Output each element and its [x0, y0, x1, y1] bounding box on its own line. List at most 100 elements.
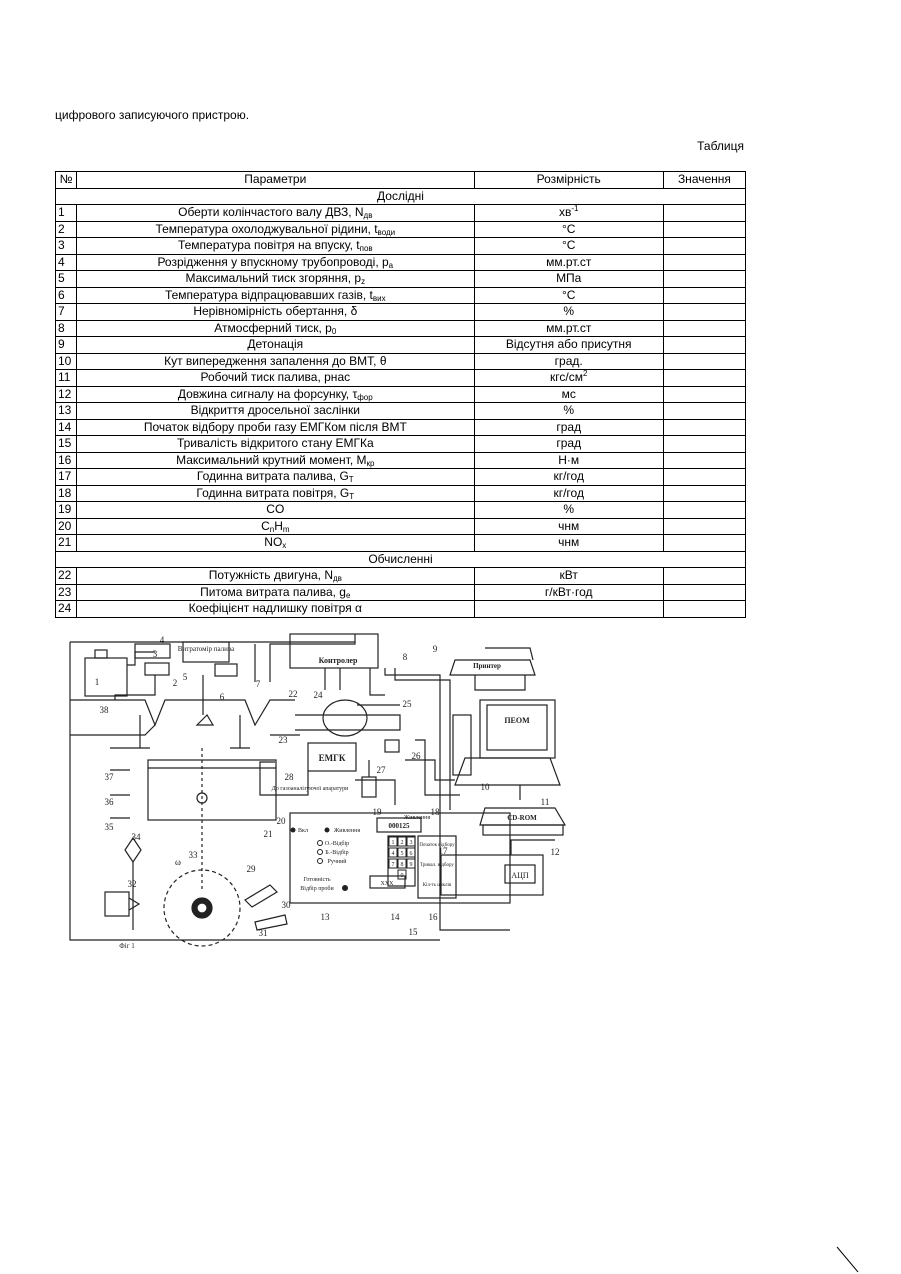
- parameter-subscript: фор: [357, 393, 372, 402]
- table-row: 23Питома витрата палива, gег/кВт·год: [56, 584, 746, 601]
- callout-number: 27: [377, 765, 387, 775]
- mode-o-label: О.-Відбір: [325, 840, 349, 847]
- row-number: 24: [56, 601, 77, 618]
- table-row: 19CO%: [56, 502, 746, 519]
- corner-mark: [836, 1246, 860, 1274]
- parameter-name: Коефіцієнт надлишку повітря α: [189, 601, 362, 615]
- row-value: [663, 568, 745, 585]
- row-number: 21: [56, 535, 77, 552]
- pc-label: ПЕОМ: [504, 716, 530, 725]
- callout-number: 6: [220, 692, 225, 702]
- row-number: 3: [56, 238, 77, 255]
- cdrom-label: CD-ROM: [507, 814, 537, 822]
- row-parameter: Годинна витрата повітря, GТ: [77, 485, 475, 502]
- parameter-subscript: z: [361, 277, 365, 286]
- keypad-key-label: 4: [392, 851, 395, 857]
- row-number: 4: [56, 254, 77, 271]
- row-value: [663, 403, 745, 420]
- row-dimension: кг/год: [474, 485, 663, 502]
- callout-number: 24: [314, 690, 324, 700]
- table-row: 17Годинна витрата палива, GТкг/год: [56, 469, 746, 486]
- ready-label: Готовність: [303, 877, 330, 883]
- row-number: 10: [56, 353, 77, 370]
- dimension-superscript: 2: [583, 370, 587, 379]
- table-row: 3Температура повітря на впуску, tпов°С: [56, 238, 746, 255]
- table-row: 4Розрідження у впускному трубопроводі, р…: [56, 254, 746, 271]
- fuel-tank: [85, 658, 127, 696]
- callout-number: 16: [429, 912, 439, 922]
- row-dimension: хв-1: [474, 205, 663, 222]
- parameter-subscript: дв: [364, 211, 373, 220]
- row-dimension: Н·м: [474, 452, 663, 469]
- parameter-name: Питома витрата палива, g: [200, 585, 346, 599]
- row-value: [663, 535, 745, 552]
- callout-number: 20: [277, 816, 287, 826]
- callout-number: 36: [105, 797, 115, 807]
- section-label: Обчисленні: [56, 551, 746, 568]
- row-value: [663, 485, 745, 502]
- callout-number: 4: [160, 635, 165, 645]
- row-dimension: °С: [474, 238, 663, 255]
- row-value: [663, 452, 745, 469]
- row-parameter: Питома витрата палива, gе: [77, 584, 475, 601]
- callout-number: 31: [259, 928, 268, 938]
- dimension-text: град: [556, 436, 581, 450]
- row-number: 13: [56, 403, 77, 420]
- parameter-subscript: 0: [332, 327, 336, 336]
- callout-number: 21: [264, 829, 273, 839]
- table-row: 2Температура охолоджувальної рідини, tво…: [56, 221, 746, 238]
- row-number: 19: [56, 502, 77, 519]
- row-parameter: NOx: [77, 535, 475, 552]
- row-number: 15: [56, 436, 77, 453]
- dimension-text: мс: [562, 387, 576, 401]
- row-parameter: Годинна витрата палива, GТ: [77, 469, 475, 486]
- parameter-name: Детонація: [247, 337, 303, 351]
- callout-number: 33: [189, 850, 199, 860]
- mode-b-radio: [318, 850, 323, 855]
- parameter-name: Початок відбору проби газу ЕМГКом після …: [144, 420, 407, 434]
- table-row: 1Оберти колінчастого валу ДВЗ, Nдвхв-1: [56, 205, 746, 222]
- table-row: 9ДетонаціяВідсутня або присутня: [56, 337, 746, 354]
- section-computed: Обчисленні: [56, 551, 746, 568]
- btn-duration-label: Тривал. відбору: [420, 863, 454, 868]
- row-dimension: кВт: [474, 568, 663, 585]
- parameter-name: NO: [264, 535, 282, 549]
- row-number: 12: [56, 386, 77, 403]
- mode-manual-radio: [318, 859, 323, 864]
- row-parameter: Максимальний крутний момент, Мкр: [77, 452, 475, 469]
- keypad-key-label: 0: [401, 873, 404, 879]
- row-value: [663, 370, 745, 387]
- on-label: Вкл: [298, 828, 308, 834]
- callout-number: 28: [285, 772, 295, 782]
- parameter-subscript: е: [346, 591, 350, 600]
- btn-cycles-label: Кіл-ть циклів: [423, 883, 452, 888]
- row-number: 6: [56, 287, 77, 304]
- row-dimension: чнм: [474, 535, 663, 552]
- row-number: 1: [56, 205, 77, 222]
- keypad-key-label: 3: [410, 840, 413, 846]
- row-parameter: Розрідження у впускному трубопроводі, ра: [77, 254, 475, 271]
- row-value: [663, 320, 745, 337]
- row-dimension: %: [474, 304, 663, 321]
- row-parameter: Кут випередження запалення до ВМТ, θ: [77, 353, 475, 370]
- parameter-subscript: Т: [349, 492, 354, 501]
- dimension-text: %: [563, 502, 574, 516]
- callout-number: 38: [100, 705, 110, 715]
- dimension-text: %: [563, 403, 574, 417]
- figure-caption: Фіг 1: [119, 942, 135, 950]
- parameter-name: Нерівномірність обертання, δ: [193, 304, 357, 318]
- row-number: 18: [56, 485, 77, 502]
- callout-number: 34: [132, 832, 142, 842]
- table-row: 8Атмосферний тиск, р0мм.рт.ст: [56, 320, 746, 337]
- callout-number: 22: [289, 689, 298, 699]
- table-row: 22Потужність двигуна, NдвкВт: [56, 568, 746, 585]
- pc-monitor: [480, 700, 555, 758]
- keypad-key-label: 5: [401, 851, 404, 857]
- intro-text: цифрового записуючого пристрою.: [55, 108, 249, 122]
- parameter-name-part: H: [274, 519, 283, 533]
- sampling-indicator: [342, 885, 348, 891]
- row-parameter: Атмосферний тиск, р0: [77, 320, 475, 337]
- parameter-name: Розрідження у впускному трубопроводі, р: [157, 255, 388, 269]
- parameter-name: Робочий тиск палива, рнас: [200, 370, 350, 384]
- emgk-label: ЕМГК: [319, 753, 346, 763]
